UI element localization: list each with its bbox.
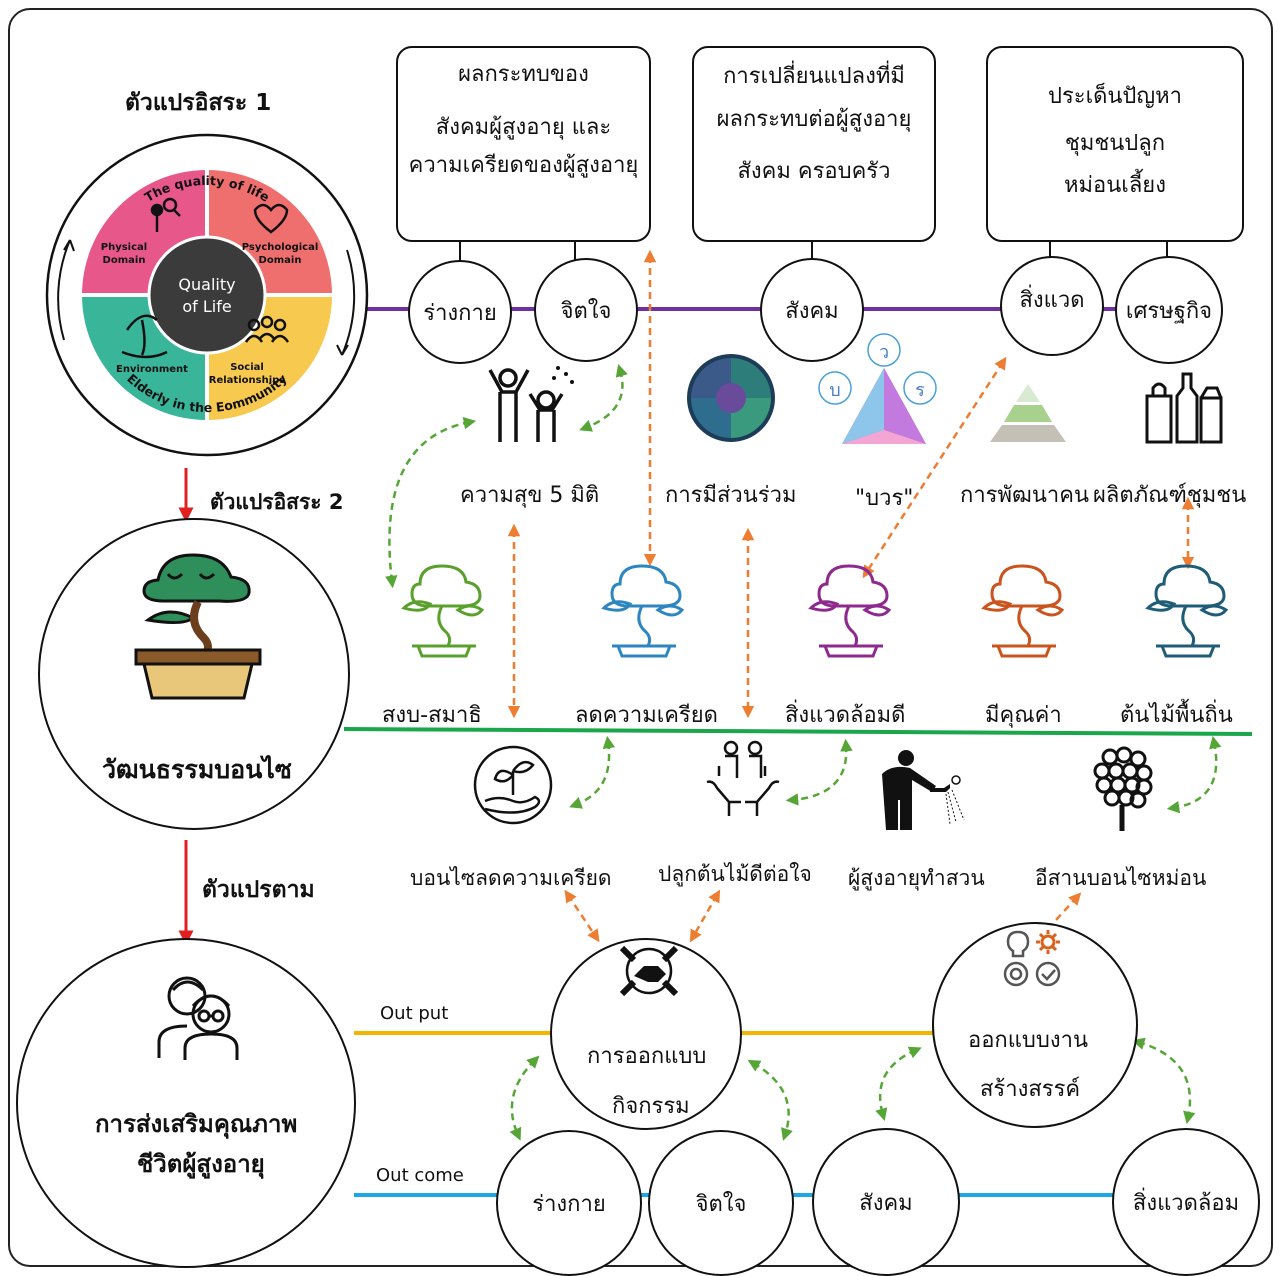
svg-text:Domain: Domain <box>103 255 146 266</box>
outcome-label-2: ชีวิตผู้สูงอายุ <box>137 1150 265 1178</box>
creative-work-1: ออกแบบงาน <box>968 1028 1088 1053</box>
box-changes-affecting-elderly: การเปลี่ยนแปลงที่มีผลกระทบต่อผู้สูงอายุส… <box>692 46 936 242</box>
concept-bowor: "บวร" <box>855 486 914 511</box>
bonsai-pot-icon <box>134 553 262 700</box>
activity-elderly-gardening: ผู้สูงอายุทำสวน <box>848 866 985 890</box>
participation-wheel-icon <box>687 354 775 442</box>
creative-design-icon <box>1003 930 1061 987</box>
box-impact-aging-society: ผลกระทบของสังคมผู้สูงอายุ และความเครียดข… <box>396 46 651 242</box>
domain-social: สังคม <box>760 258 864 362</box>
outcome-environment: สิ่งแวดล้อม <box>1112 1128 1260 1276</box>
outcome-physical: ร่างกาย <box>496 1130 642 1276</box>
value-native-tree: ต้นไม้พื้นถิ่น <box>1120 703 1233 728</box>
concept-participation: การมีส่วนร่วม <box>665 483 797 508</box>
activity-bonsai-stress: บอนไซลดความเครียด <box>410 866 612 890</box>
creative-work-circle <box>932 922 1138 1128</box>
value-stress-reduction: ลดความเครียด <box>575 703 718 728</box>
mulberry-tree-icon <box>1093 746 1153 831</box>
bonsai-icon-environment <box>808 564 892 658</box>
svg-text:Relationships: Relationships <box>209 375 286 386</box>
domain-physical: ร่างกาย <box>408 260 512 364</box>
domain-economy: เศรษฐกิจ <box>1115 256 1223 364</box>
outcome-social: สังคม <box>812 1128 960 1276</box>
bowor-letter-bo: บ <box>829 380 840 401</box>
activity-isan-bonsai-mulberry: อีสานบอนไซหม่อน <box>1035 866 1207 890</box>
outcome-main-circle <box>16 938 356 1268</box>
elderly-gardening-icon <box>882 750 965 830</box>
seedling-hand-icon <box>473 745 553 825</box>
bonsai-icon-worth <box>981 564 1065 658</box>
activity-planting: ปลูกต้นไม้ดีต่อใจ <box>658 862 812 886</box>
concept-community-products: ผลิตภัณฑ์ชุมชน <box>1093 483 1247 508</box>
bonsai-icon-stress-relief <box>601 564 685 658</box>
design-activity-2: กิจกรรม <box>612 1094 690 1119</box>
elderly-couple-icon <box>157 976 239 1060</box>
bowor-pyramid-icon: ว บ ร <box>818 333 937 444</box>
domain-environment: สิ่งแวด <box>1000 256 1104 356</box>
elderly-care-hands-icon <box>706 740 780 816</box>
svg-text:Domain: Domain <box>259 255 302 266</box>
svg-text:Environment: Environment <box>116 364 188 375</box>
bowor-letter-ro: ร <box>915 380 925 401</box>
teamwork-hands-icon <box>619 945 679 997</box>
wheel-center-1: Quality <box>178 275 235 294</box>
outcome-label-1: การส่งเสริมคุณภาพ <box>95 1110 298 1138</box>
concept-people-development: การพัฒนาคน <box>960 483 1090 508</box>
svg-text:Social: Social <box>230 362 264 373</box>
design-activity-1: การออกแบบ <box>587 1044 707 1069</box>
iv2-label: ตัวแปรอิสระ 2 <box>210 490 344 514</box>
happiness-people-icon <box>488 366 574 442</box>
domain-mental: จิตใจ <box>534 258 638 362</box>
bonsai-culture-label: วัฒนธรรมบอนไซ <box>102 755 292 784</box>
creative-work-2: สร้างสรรค์ <box>980 1077 1081 1102</box>
diagram-frame <box>8 8 1273 1267</box>
svg-text:Physical: Physical <box>101 242 147 253</box>
value-good-environment: สิ่งแวดล้อมดี <box>785 703 906 728</box>
value-worth: มีคุณค่า <box>985 703 1062 728</box>
outcome-mental: จิตใจ <box>648 1130 794 1276</box>
output-line-label: Out put <box>380 1003 449 1024</box>
people-development-pyramid-icon <box>990 384 1066 442</box>
value-calm: สงบ-สมาธิ <box>382 703 482 728</box>
outcome-line-label: Out come <box>376 1165 464 1186</box>
bonsai-icon-calm <box>401 564 485 658</box>
wheel-center-2: of Life <box>182 297 231 316</box>
iv1-label: ตัวแปรอิสระ 1 <box>125 90 272 116</box>
bonsai-icon-native-tree <box>1145 564 1229 658</box>
quality-of-life-wheel: The quality of life Elderly in the Eommu… <box>45 133 369 457</box>
bowor-letter-wo: ว <box>879 342 889 363</box>
community-products-icon <box>1145 372 1223 444</box>
dv-label: ตัวแปรตาม <box>202 877 315 903</box>
concept-happiness: ความสุข 5 มิติ <box>460 483 600 508</box>
svg-text:Psychological: Psychological <box>242 242 319 253</box>
green-value-line <box>343 727 1253 736</box>
box-community-issues: ประเด็นปัญหาชุมชนปลูกหม่อนเลี้ยง <box>986 46 1244 242</box>
